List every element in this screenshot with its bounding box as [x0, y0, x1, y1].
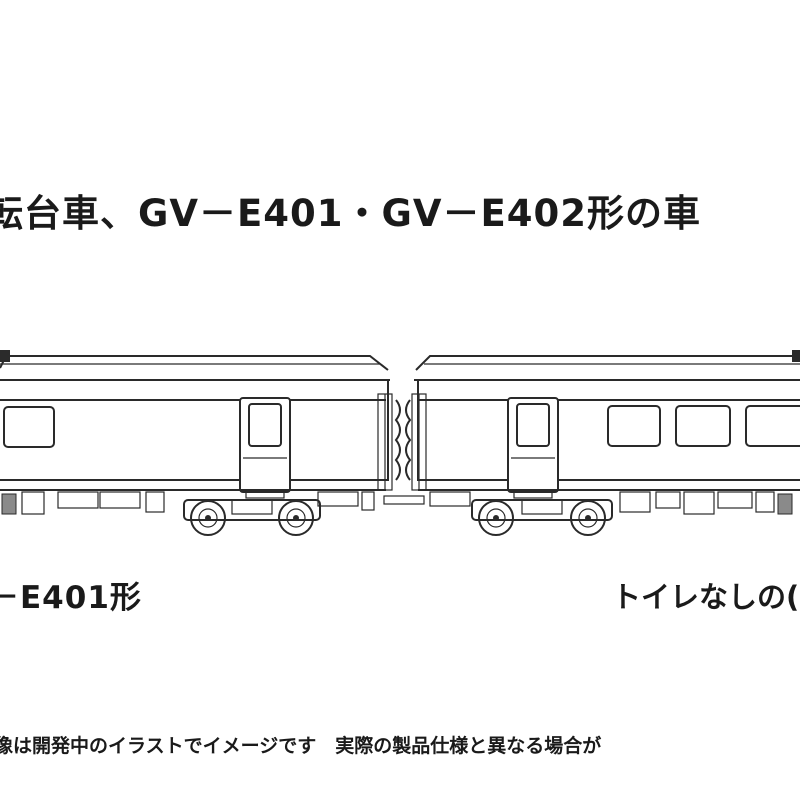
left-car-underfloor-equipment	[1, 493, 17, 515]
headline-text: 転台車、GV－E401・GV－E402形の車	[0, 192, 702, 235]
left-car-bogie	[183, 499, 321, 536]
left-car-body	[0, 379, 389, 481]
left-car-door-window	[248, 403, 282, 447]
right-car-bogie	[471, 499, 613, 536]
right-railcar	[411, 350, 800, 536]
disclaimer-text: 像は開発中のイラストでイメージです 実際の製品仕様と異なる場合が	[0, 735, 602, 757]
left-car-caption: －E401形	[0, 580, 142, 616]
left-car-roof-equipment	[0, 350, 10, 362]
left-car-window	[3, 406, 55, 448]
left-railcar	[0, 350, 393, 536]
car-coupler	[383, 399, 425, 505]
left-car-roof	[0, 355, 389, 371]
right-car-window-1	[607, 405, 661, 447]
right-car-window-3	[745, 405, 800, 447]
right-car-caption: トイレなしの(	[612, 580, 800, 614]
railcar-side-view-drawing	[0, 350, 800, 536]
right-car-roof	[415, 355, 800, 371]
right-car-door-window	[516, 403, 550, 447]
right-car-window-2	[675, 405, 731, 447]
